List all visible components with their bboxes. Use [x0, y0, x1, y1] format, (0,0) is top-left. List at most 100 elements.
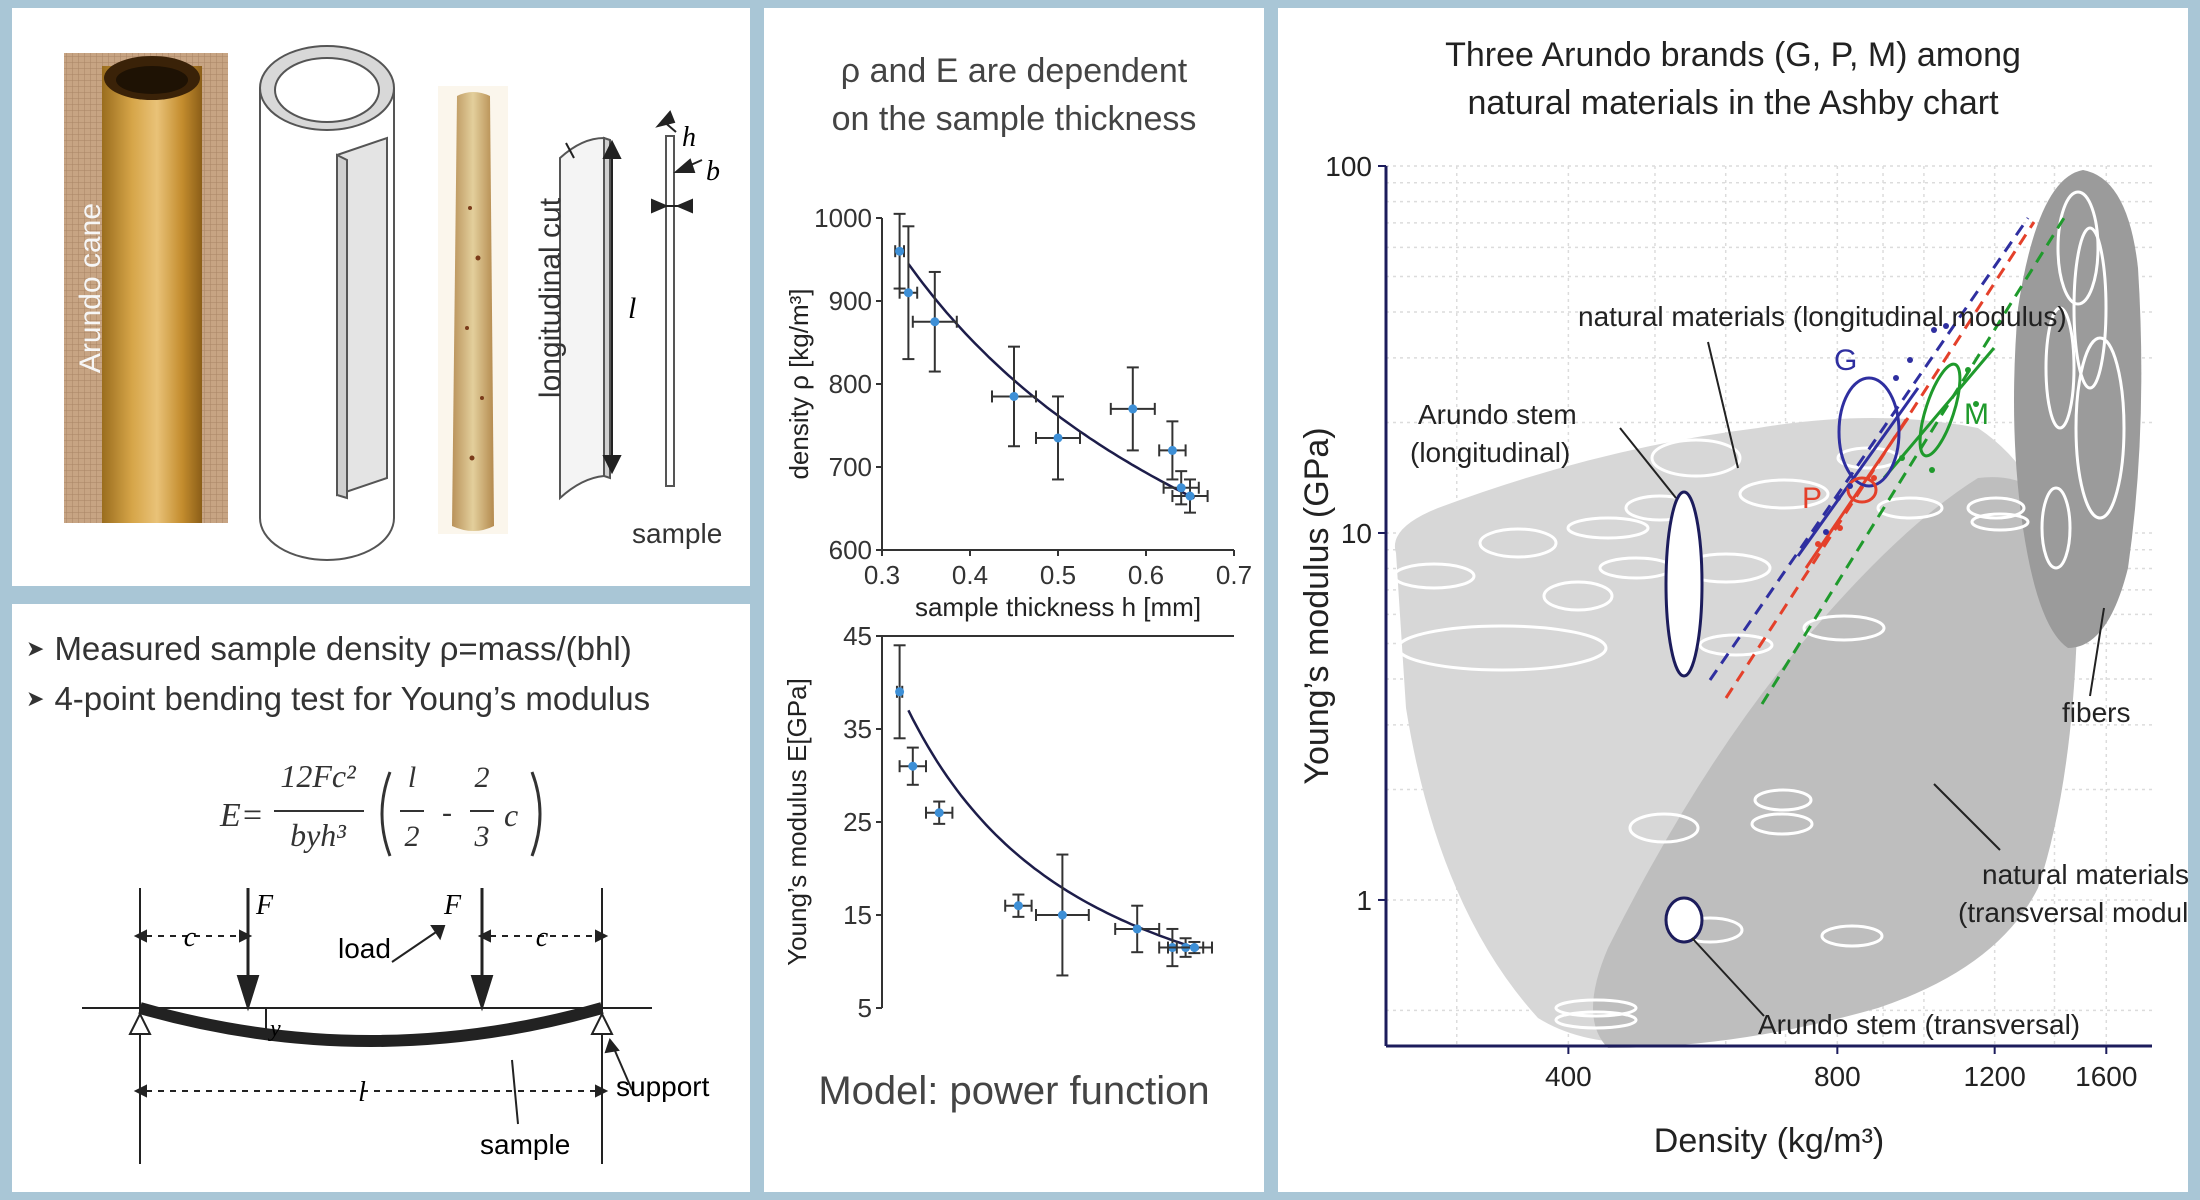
- support-label: support: [616, 1071, 710, 1102]
- c-label-right: c: [536, 922, 549, 953]
- point-marker: [895, 246, 905, 256]
- x-tick-label: 0.6: [1128, 560, 1164, 590]
- y-label: y: [268, 1016, 281, 1042]
- y-tick-label: 800: [829, 369, 872, 399]
- y-tick-label: 900: [829, 286, 872, 316]
- bullet-arrow-icon: ➤: [26, 686, 45, 711]
- point-marker: [1167, 445, 1177, 455]
- region-transversal: [1593, 477, 2078, 1048]
- formula-frac1-den: 2: [405, 820, 420, 853]
- point-marker: [930, 317, 940, 327]
- point-marker: [903, 288, 913, 298]
- load-label: load: [338, 933, 391, 964]
- data-point: [1175, 940, 1213, 955]
- y-tick-label: 100: [1325, 151, 1372, 182]
- longitudinal-cut-drawing: [559, 136, 611, 501]
- power-fit-curve: [907, 263, 1195, 500]
- x-tick-label: 0.3: [864, 560, 900, 590]
- data-point: [898, 225, 919, 361]
- annotation-stem-long-line1: Arundo stem: [1418, 399, 1577, 430]
- sample-beam-label: sample: [480, 1129, 570, 1160]
- youngs-modulus-formula: E= 12Fc² byh³ l 2 - 2 3 c: [219, 758, 542, 857]
- x-tick-label: 400: [1545, 1061, 1592, 1092]
- data-point: [893, 212, 906, 290]
- dim-l-label: l: [628, 292, 636, 325]
- annotation-stem-long-line2: (longitudinal): [1410, 437, 1570, 468]
- bent-sample-beam: [138, 1002, 604, 1047]
- brand-M-trend-line: [1760, 217, 2066, 705]
- brand-M-ellipse: [1918, 362, 1962, 458]
- arundo-stem-transversal-ellipse: [1664, 896, 1704, 944]
- x-tick-label: 0.5: [1040, 560, 1076, 590]
- brand-G-points: [1823, 323, 1949, 535]
- bending-test-figure: E= 12Fc² byh³ l 2 - 2 3 c: [82, 758, 710, 1164]
- x-tick-label: 0.4: [952, 560, 988, 590]
- arundo-stem-longitudinal-ellipse: [1664, 490, 1704, 678]
- data-point: [991, 345, 1037, 448]
- bullet-density: ➤Measured sample density ρ=mass/(bhl): [26, 630, 632, 668]
- sample-strip-drawing: [665, 135, 675, 487]
- brand-M-label: M: [1964, 398, 1989, 431]
- brand-P-ellipse: [1846, 476, 1878, 504]
- longitudinal-cut-label: longitudinal cut: [534, 197, 567, 398]
- sample-label: sample: [632, 518, 722, 549]
- point-marker: [908, 761, 918, 771]
- data-point: [1109, 366, 1156, 452]
- y-tick-label: 35: [843, 714, 872, 744]
- y-tick-label: 5: [858, 993, 872, 1023]
- y-tick-label: 1000: [814, 203, 872, 233]
- data-point: [1035, 853, 1090, 977]
- point-marker: [1176, 483, 1186, 493]
- formula-frac2-num: 2: [475, 761, 490, 794]
- brand-P-label: P: [1802, 482, 1822, 515]
- formula-var-c: c: [504, 797, 518, 833]
- brand-M-points: [1899, 367, 1979, 473]
- data-point: [1162, 470, 1200, 506]
- ashby-title-line2: natural materials in the Ashby chart: [1467, 84, 1999, 122]
- ashby-chart: Three Arundo brands (G, P, M) among natu…: [1298, 36, 2188, 1160]
- sample-preparation-panel: Arundo cane longitudinal cut: [12, 8, 750, 586]
- data-point: [911, 270, 958, 373]
- annotation-fibers: fibers: [2062, 697, 2130, 728]
- support-left-icon: [128, 1011, 152, 1035]
- support-right-icon: [590, 1011, 614, 1035]
- thickness-dimension-arrows: [651, 110, 703, 214]
- point-marker: [1057, 910, 1067, 920]
- brand-P-points: [1815, 475, 1877, 547]
- force-label-right: F: [443, 890, 462, 921]
- data-point: [1035, 395, 1081, 481]
- point-marker: [1013, 901, 1023, 911]
- reed-strip-photo: [438, 86, 508, 534]
- formula-lhs: E=: [219, 797, 264, 834]
- middle-title-line2: on the sample thickness: [832, 100, 1197, 138]
- point-marker: [1185, 491, 1195, 501]
- brand-G-ellipse: [1837, 376, 1901, 488]
- method-panel: ➤Measured sample density ρ=mass/(bhl) ➤4…: [12, 604, 750, 1192]
- brand-P-fit-line: [1804, 417, 1910, 569]
- data-point: [898, 746, 927, 786]
- formula-numerator: 12Fc²: [280, 758, 357, 794]
- y-tick-label: 600: [829, 535, 872, 565]
- model-footer: Model: power function: [818, 1069, 1209, 1113]
- brand-G-trend-line: [1708, 217, 2030, 681]
- data-point: [1114, 904, 1161, 954]
- x-axis-label: Density (kg/m³): [1654, 1122, 1884, 1160]
- data-point: [1171, 478, 1209, 514]
- y-tick-label: 45: [843, 621, 872, 651]
- arundo-brands: [1708, 217, 2066, 705]
- brand-G-label: G: [1834, 344, 1857, 377]
- formula-denominator: byh³: [290, 817, 346, 853]
- y-tick-label: 15: [843, 900, 872, 930]
- force-arrow-left-icon: [236, 975, 260, 1012]
- point-marker: [1132, 924, 1142, 934]
- ashby-chart-panel: Three Arundo brands (G, P, M) among natu…: [1278, 8, 2188, 1192]
- ashby-title-line1: Three Arundo brands (G, P, M) among: [1445, 36, 2021, 74]
- formula-frac1-num: l: [408, 761, 416, 794]
- annotation-stem-transversal: Arundo stem (transversal): [1758, 1009, 2080, 1040]
- dim-b-label: b: [706, 156, 720, 187]
- c-label-left: c: [184, 922, 197, 953]
- y-tick-label: 1: [1356, 885, 1372, 916]
